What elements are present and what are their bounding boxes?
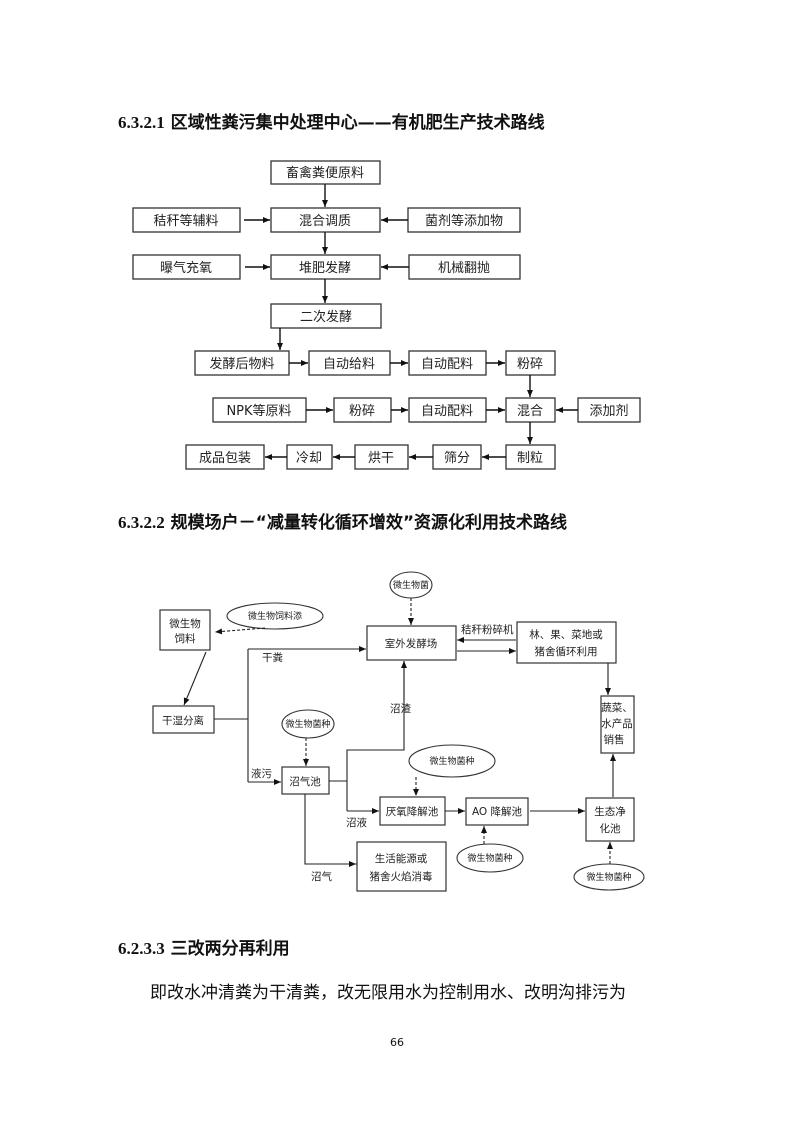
label-crush1: 粉碎 xyxy=(517,357,543,372)
label-blend: 混合 xyxy=(517,404,543,419)
section-title: 规模场户－“减量转化循环增效”资源化利用技术路线 xyxy=(170,513,568,533)
ellipse-microbe-seed3 xyxy=(456,843,524,873)
page-number: 66 xyxy=(390,1036,404,1049)
label-additive: 菌剂等添加物 xyxy=(425,213,503,229)
section-heading-2: 6.3.2.2 规模场户－“减量转化循环增效”资源化利用技术路线 xyxy=(118,508,567,533)
label-eco-2: 化池 xyxy=(600,822,621,835)
label-microbe-seed1: 微生物菌种 xyxy=(285,718,330,730)
section-heading-3: 6.2.3.3 三改两分再利用 xyxy=(118,934,290,959)
section-heading-1: 6.3.2.1 区域性粪污集中处理中心——有机肥生产技术路线 xyxy=(118,108,545,133)
box-granulate xyxy=(505,444,556,470)
label-outdoor: 室外发酵场 xyxy=(385,637,438,650)
box-farm xyxy=(516,621,617,664)
connector xyxy=(346,661,405,811)
label-farm-1: 林、果、菜地或 xyxy=(529,628,603,641)
label-additive2: 添加剂 xyxy=(589,404,628,419)
label-dry: 烘干 xyxy=(368,451,394,466)
label-feed-1: 微生物 xyxy=(169,617,201,630)
label-sale-1: 蔬菜、 xyxy=(601,702,633,714)
label-microbe-seed4: 微生物菌种 xyxy=(586,871,631,883)
label-microbe-seed3: 微生物菌种 xyxy=(467,852,512,864)
box-anaerobic xyxy=(379,796,446,826)
label-granulate: 制粒 xyxy=(517,451,543,466)
label-biogas-slurry: 沼液 xyxy=(346,816,367,829)
label-biogas-tank: 沼气池 xyxy=(289,775,321,788)
box-dry xyxy=(354,444,409,470)
ellipse-microbe-seed1 xyxy=(281,709,335,739)
label-pack: 成品包装 xyxy=(199,451,251,466)
label-autobatch2: 自动配料 xyxy=(421,404,473,419)
label-turning: 机械翻抛 xyxy=(438,261,490,276)
box-eco xyxy=(585,797,635,842)
box-ao xyxy=(465,797,529,826)
label-microbe-top: 微生物菌 xyxy=(393,579,429,591)
label-second: 二次发酵 xyxy=(300,309,352,325)
label-mix: 混合调质 xyxy=(299,214,351,229)
label-feed-2: 饲料 xyxy=(175,632,196,645)
box-autobatch2 xyxy=(408,397,487,423)
box-crush1 xyxy=(505,350,556,376)
box-aeration xyxy=(132,254,241,280)
label-crush2: 粉碎 xyxy=(349,404,375,419)
label-straw-crusher: 秸秆粉碎机 xyxy=(461,623,514,636)
connector xyxy=(304,794,357,865)
label-dry-dung: 干粪 xyxy=(262,651,283,664)
label-eco-1: 生态净 xyxy=(594,805,626,818)
section-title: 区域性粪污集中处理中心——有机肥生产技术路线 xyxy=(170,113,545,133)
label-autofeed: 自动给料 xyxy=(323,357,375,372)
label-farm-2: 猪舍循环利用 xyxy=(535,645,598,658)
box-separation xyxy=(152,705,215,734)
box-feed xyxy=(159,609,211,651)
box-cool xyxy=(286,444,333,470)
section-number: 6.3.2.1 xyxy=(118,113,165,132)
dashed-arrow xyxy=(214,627,266,635)
label-sale-2: 水产品 xyxy=(601,717,633,730)
box-pack xyxy=(185,444,265,470)
box-autobatch1 xyxy=(408,350,487,376)
label-separation: 干湿分离 xyxy=(162,714,204,727)
label-feed-add: 微生物饲料添 xyxy=(248,610,302,622)
label-npk: NPK等原料 xyxy=(226,403,291,419)
label-straw: 秸秆等辅料 xyxy=(153,213,218,229)
label-fermented: 发酵后物料 xyxy=(209,356,274,372)
ellipse-microbe-seed4 xyxy=(573,863,645,891)
ellipse-feed-add xyxy=(226,602,324,630)
label-sale-3: 销售 xyxy=(604,733,625,746)
box-second xyxy=(270,303,382,329)
box-energy xyxy=(356,841,447,892)
label-ao: AO 降解池 xyxy=(472,805,523,818)
label-autobatch1: 自动配料 xyxy=(421,357,473,372)
arrow xyxy=(183,651,207,706)
label-biogas-residue: 沼渣 xyxy=(390,702,411,715)
label-screen: 筛分 xyxy=(444,451,470,466)
label-cool: 冷却 xyxy=(296,451,322,466)
label-microbe-seed2: 微生物菌种 xyxy=(429,755,474,767)
label-raw: 畜禽粪便原料 xyxy=(286,165,364,181)
box-sale xyxy=(600,695,635,754)
label-energy-2: 猪舍火焰消毒 xyxy=(370,870,433,883)
label-aeration: 曝气充氧 xyxy=(160,260,212,276)
box-outdoor xyxy=(366,625,457,661)
label-anaerobic: 厌氧降解池 xyxy=(386,805,439,818)
label-compost: 堆肥发酵 xyxy=(299,260,351,276)
box-crush2 xyxy=(333,397,392,423)
section-number: 6.3.2.2 xyxy=(118,513,165,532)
box-compost xyxy=(270,254,381,280)
box-blend xyxy=(505,397,556,423)
body-paragraph: 即改水冲清粪为干清粪，改无限用水为控制用水、改明沟排污为 xyxy=(150,983,626,1003)
box-autofeed xyxy=(308,350,391,376)
box-additive2 xyxy=(577,397,641,423)
label-energy-1: 生活能源或 xyxy=(375,852,428,865)
label-liquid-waste: 液污 xyxy=(251,767,272,780)
box-straw xyxy=(132,207,241,233)
section-title: 三改两分再利用 xyxy=(170,939,290,959)
label-biogas: 沼气 xyxy=(311,870,332,883)
ellipse-microbe-seed2 xyxy=(408,744,496,778)
section-number: 6.2.3.3 xyxy=(118,939,165,958)
